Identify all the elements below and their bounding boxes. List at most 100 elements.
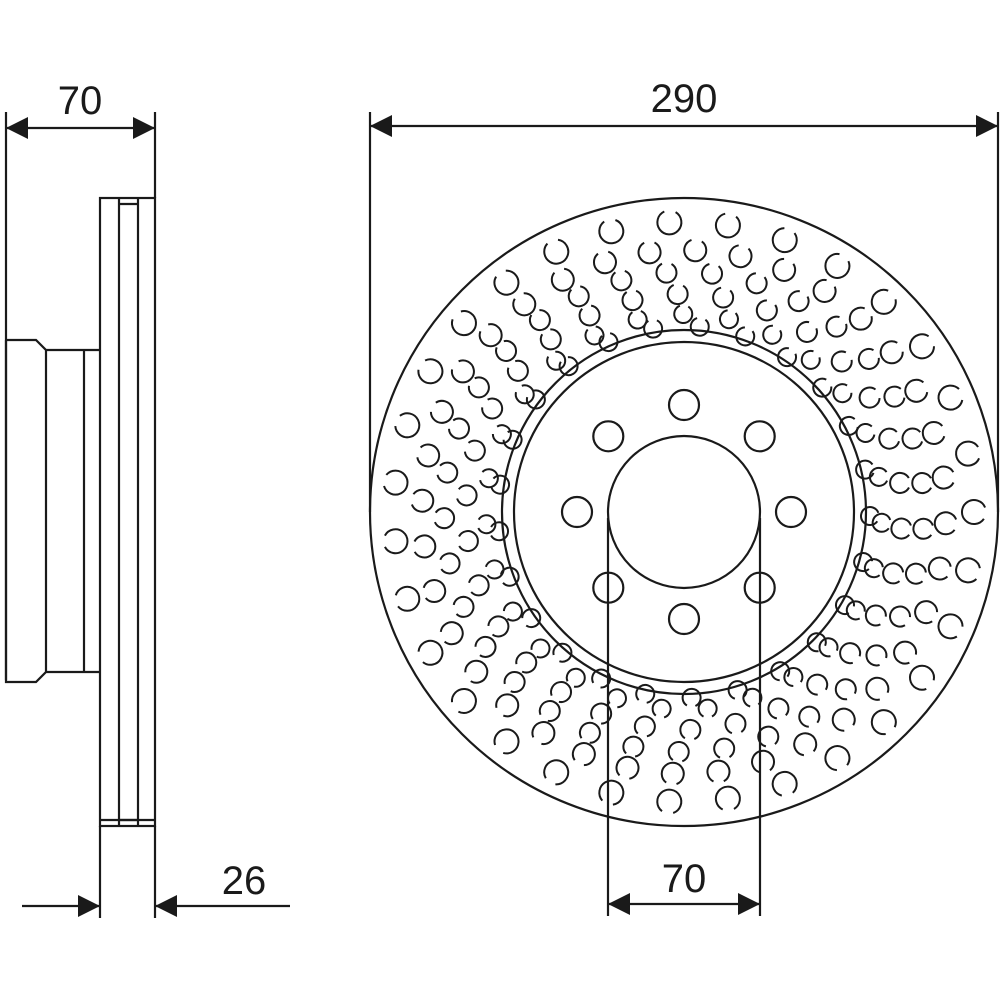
drill-hole (714, 785, 741, 811)
drill-hole (889, 471, 910, 494)
drill-hole (955, 440, 981, 467)
drill-hole (450, 359, 475, 384)
drill-hole (937, 384, 964, 411)
drill-hole (834, 678, 857, 701)
disc-inner-edge (500, 328, 868, 696)
drill-hole (864, 604, 887, 627)
drill-hole (502, 429, 523, 450)
drill-hole (479, 468, 499, 489)
drill-hole (490, 474, 511, 495)
drill-hole (666, 283, 689, 306)
drill-hole (416, 443, 441, 468)
drill-hole (855, 422, 876, 443)
drill-hole (762, 324, 783, 345)
drill-hole (742, 687, 763, 708)
drill-hole (745, 272, 768, 295)
drill-hole (904, 378, 929, 403)
drill-hole (937, 613, 964, 640)
bolt-hole (592, 420, 625, 453)
drill-hole (439, 621, 464, 646)
drill-hole (531, 721, 556, 746)
drill-hole (757, 725, 780, 748)
drill-hole (727, 680, 748, 700)
drill-hole (499, 566, 520, 587)
drill-hole (800, 349, 821, 370)
drill-hole (490, 521, 510, 542)
drill-hole (643, 319, 664, 339)
disc-outer-edge (368, 196, 1000, 828)
drill-hole (860, 506, 880, 526)
drill-hole (622, 735, 645, 758)
drill-hole (633, 715, 656, 738)
drill-hole (714, 212, 741, 239)
drill-hole (468, 574, 490, 597)
drill-hole (477, 514, 497, 535)
center-bore (606, 434, 762, 590)
drill-holes (383, 210, 987, 814)
drill-hole (771, 227, 798, 254)
vent-channel (117, 198, 140, 826)
drill-hole (503, 671, 526, 693)
drill-hole (571, 742, 596, 767)
front-view (368, 196, 1000, 828)
drill-hole (422, 579, 447, 603)
drill-hole (777, 347, 797, 368)
drill-hole (767, 697, 790, 720)
drill-hole (793, 732, 818, 757)
drill-hole (812, 377, 833, 398)
drill-hole (772, 257, 797, 282)
drill-hole (543, 238, 570, 265)
drill-hole (904, 562, 927, 585)
drill-hole (493, 269, 520, 296)
drill-hole (912, 517, 934, 540)
drill-hole (417, 639, 444, 666)
dimension-label: 26 (222, 859, 267, 903)
drill-hole (673, 304, 694, 325)
drill-hole (689, 317, 710, 337)
drill-hole (478, 323, 503, 348)
drill-hole (558, 356, 579, 377)
drill-hole (870, 288, 897, 315)
drill-hole (911, 472, 932, 495)
drill-hole (882, 562, 905, 585)
drill-hole (806, 673, 829, 696)
drill-hole (593, 250, 617, 275)
bolt-hole (774, 495, 808, 529)
drill-hole (832, 383, 853, 404)
drill-hole (701, 263, 723, 285)
drill-hole (538, 700, 561, 722)
drill-hole (598, 779, 625, 806)
drill-hole (865, 644, 888, 667)
drill-hole (787, 290, 810, 313)
drill-hole (452, 595, 475, 618)
drill-hole (931, 465, 955, 490)
drill-hole (615, 755, 640, 780)
drill-hole (818, 637, 839, 658)
bolt-hole (560, 495, 594, 529)
drill-hole (909, 333, 936, 360)
drill-hole (584, 325, 605, 346)
drill-hole (578, 304, 601, 327)
drill-hole (550, 267, 575, 292)
drill-hole (681, 687, 702, 707)
drill-hole (413, 534, 437, 559)
bolt-holes (560, 388, 808, 636)
drill-hole (955, 557, 981, 584)
drill-hole (521, 608, 542, 629)
drill-hole (439, 552, 461, 575)
dimension-hub-height: 70 (4, 79, 157, 680)
drill-hole (667, 740, 690, 763)
drill-hole (921, 421, 946, 445)
drill-hole (798, 705, 821, 728)
friction-ring-outline (98, 196, 157, 828)
drill-hole (512, 292, 537, 317)
drill-hole (591, 668, 612, 689)
drill-hole (474, 635, 497, 658)
drill-hole (487, 615, 510, 638)
drill-hole (830, 350, 853, 373)
drill-hole (960, 499, 987, 526)
drill-hole (883, 385, 906, 408)
drill-hole (565, 667, 586, 688)
drill-hole (394, 412, 421, 439)
dimension-center-bore: 70 (606, 518, 762, 916)
